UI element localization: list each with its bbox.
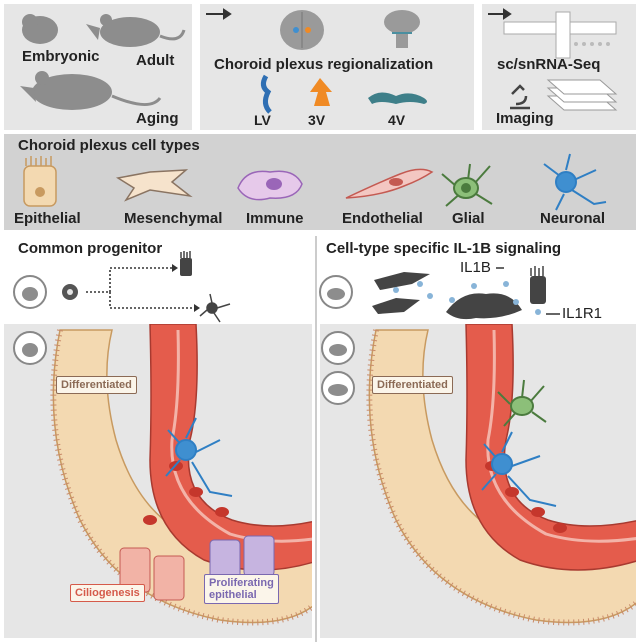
- red-blood-cells: [143, 461, 229, 525]
- mesenchymal-cell-icon: [115, 169, 193, 202]
- panel-regionalization: [200, 4, 474, 130]
- cell-types-title: Choroid plexus cell types: [18, 137, 200, 154]
- cell-type-label: Neuronal: [540, 210, 606, 227]
- blood-vessel: [465, 324, 636, 571]
- method-label: sc/snRNA-Seq: [497, 56, 601, 73]
- ciliogenesis-cells: [119, 547, 185, 601]
- cell-type-label: Immune: [246, 210, 304, 227]
- age-label: Embryonic: [22, 48, 100, 65]
- lineage-branch: [86, 267, 194, 309]
- neuronal-cell-icon: [543, 153, 607, 211]
- glial-cell-icon: [497, 379, 547, 427]
- 4v-choroid-icon: [368, 92, 427, 104]
- sequencing-icon: [503, 11, 617, 59]
- il1b-molecules-icon: [393, 281, 541, 315]
- ventricle-label: 3V: [308, 112, 326, 128]
- proliferating-cells: [209, 535, 275, 581]
- ciliogenesis-label: Ciliogenesis: [70, 584, 145, 602]
- right-tissue: [321, 324, 636, 626]
- cell-type-label: Glial: [452, 210, 485, 227]
- flow-arrow-icon: [206, 8, 512, 20]
- lv-choroid-icon: [260, 74, 272, 114]
- brain-coronal-icon: [280, 10, 324, 50]
- method-label: Imaging: [496, 110, 554, 127]
- panel-cell-types: [4, 134, 636, 230]
- microscope-icon: [510, 84, 530, 110]
- 3v-choroid-icon: [310, 78, 332, 106]
- brain-hindbrain-icon: [384, 10, 420, 48]
- cell-type-label: Mesenchymal: [124, 210, 223, 227]
- glial-cell-icon: [441, 163, 493, 207]
- embryo-icon: [22, 14, 58, 44]
- immune-cell-icon: [237, 170, 303, 201]
- signaling-cells-icon: [372, 266, 546, 320]
- epithelial-outcome-icon: [180, 251, 192, 276]
- neuron-outcome-icon: [199, 293, 231, 323]
- il1r1-label: IL1R1: [562, 305, 603, 322]
- left-section-title: Common progenitor: [18, 240, 163, 257]
- endothelial-cell-icon: [345, 168, 434, 199]
- right-section-title: Cell-type specific IL-1B signaling: [326, 240, 562, 257]
- image-stack-icon: [546, 79, 618, 111]
- differentiated-label: Differentiated: [372, 376, 453, 394]
- il1b-label: IL1B: [460, 259, 491, 276]
- age-label: Aging: [136, 110, 179, 127]
- left-tissue: [13, 324, 312, 626]
- adult-mouse-icon: [86, 14, 186, 47]
- cell-type-label: Epithelial: [14, 210, 81, 227]
- neuron-cell-icon: [481, 431, 557, 507]
- neuron-cell-icon: [165, 417, 233, 497]
- regionalization-title: Choroid plexus regionalization: [214, 56, 434, 73]
- age-label: Adult: [136, 52, 175, 69]
- ventricle-label: LV: [254, 112, 271, 128]
- cell-type-label: Endothelial: [342, 210, 423, 227]
- ventricle-label: 4V: [388, 112, 406, 128]
- aging-mouse-icon: [20, 71, 162, 110]
- differentiated-label: Differentiated: [56, 376, 137, 394]
- epithelial-cell-icon: [23, 156, 57, 207]
- proliferating-label: Proliferating epithelial: [204, 574, 279, 604]
